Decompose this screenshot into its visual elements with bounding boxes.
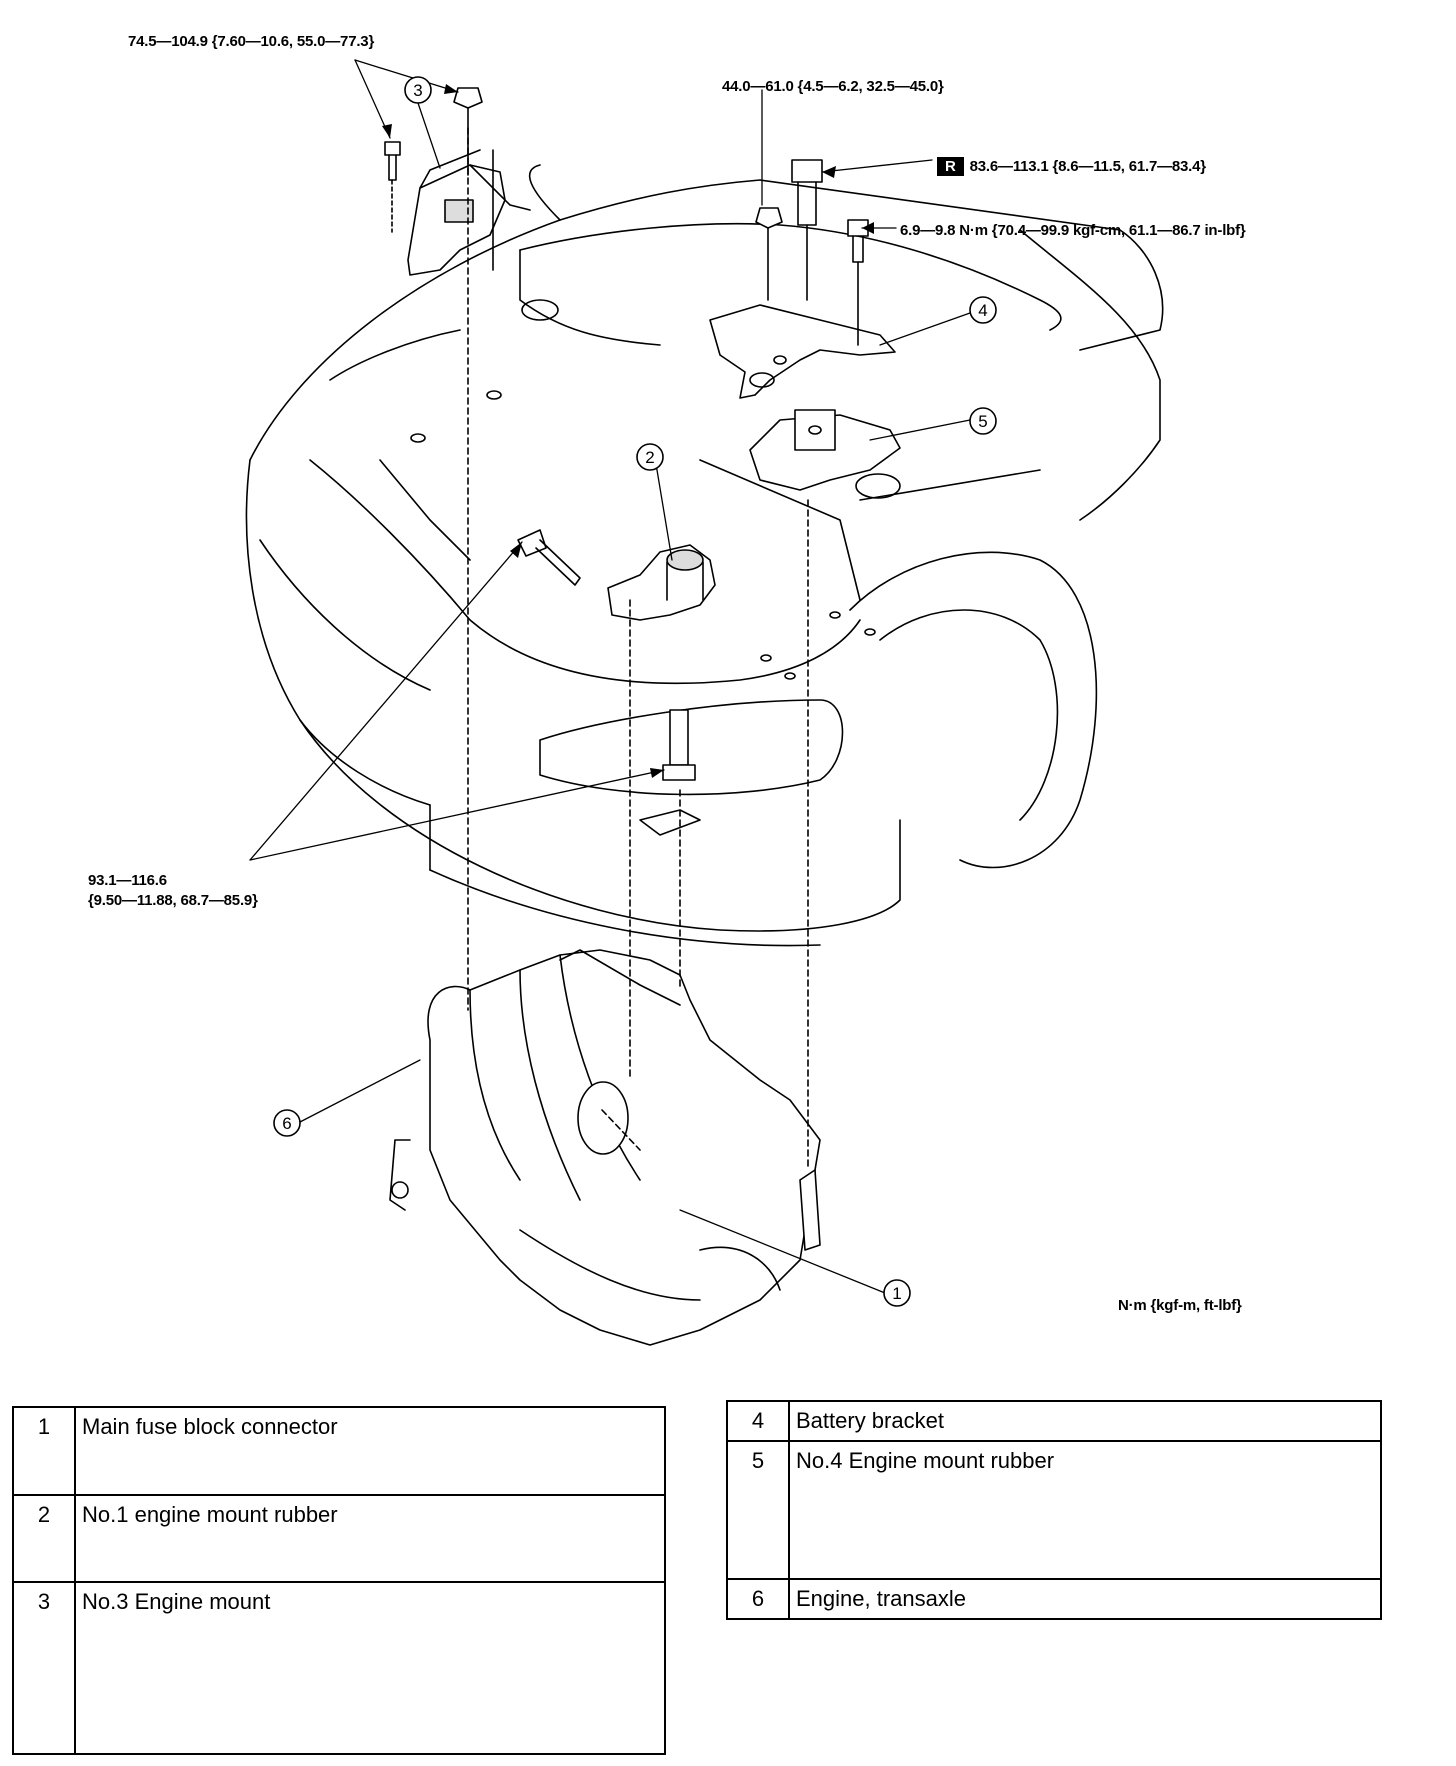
legend-part-name: Main fuse block connector: [74, 1406, 666, 1496]
legend-part-name: Battery bracket: [788, 1400, 1382, 1442]
legend-row: 3 No.3 Engine mount: [12, 1581, 666, 1755]
torque-battery-nut-label: 44.0—61.0 {4.5—6.2, 32.5—45.0}: [722, 78, 944, 95]
no4-mount-rubber: [749, 409, 901, 491]
callout-6-text: 6: [282, 1114, 291, 1133]
callout-1: 1: [883, 1279, 911, 1307]
mount1-short-bolt: [662, 709, 696, 781]
battery-bracket: [709, 304, 896, 399]
bracket-bolt: [847, 219, 869, 346]
leader-lines: [249, 59, 971, 1294]
torque-mount1-line1: 93.1—116.6: [88, 872, 167, 889]
legend-table-left: 1 Main fuse block connector 2 No.1 engin…: [12, 1406, 666, 1755]
mount4-bolt: [791, 159, 823, 301]
engine-transaxle: [389, 949, 821, 1346]
callout-6: 6: [273, 1109, 301, 1137]
callout-1-text: 1: [892, 1284, 901, 1303]
legend-part-name: No.1 engine mount rubber: [74, 1494, 666, 1583]
callout-4: 4: [969, 296, 997, 324]
legend-row: 2 No.1 engine mount rubber: [12, 1494, 666, 1583]
mounting-holes: [410, 299, 901, 680]
engine-mount-diagram: 3 4 5 2 6 1: [245, 59, 1164, 1346]
legend-table-right: 4 Battery bracket 5 No.4 Engine mount ru…: [726, 1400, 1382, 1620]
legend-row: 5 No.4 Engine mount rubber: [726, 1440, 1382, 1580]
arrowheads: [382, 84, 874, 778]
legend-number: 3: [12, 1581, 76, 1755]
callout-4-text: 4: [978, 301, 987, 320]
battery-nut: [755, 207, 783, 301]
legend-row: 1 Main fuse block connector: [12, 1406, 666, 1496]
legend-number: 2: [12, 1494, 76, 1583]
legend-number: 4: [726, 1400, 790, 1442]
callout-2: 2: [636, 443, 664, 471]
legend-number: 6: [726, 1578, 790, 1620]
alignment-lines: [467, 127, 809, 1171]
callout-5: 5: [969, 407, 997, 435]
mount3-bolt: [384, 141, 401, 233]
replace-badge: R: [937, 157, 964, 176]
legend-number: 1: [12, 1406, 76, 1496]
mount1-long-bolt: [517, 529, 581, 586]
legend-row: 6 Engine, transaxle: [726, 1578, 1382, 1620]
callout-3-text: 3: [413, 81, 422, 100]
torque-mount1-line2: {9.50—11.88, 68.7—85.9}: [88, 892, 258, 909]
torque-bracket-bolt-label: 6.9—9.8 N·m {70.4—99.9 kgf-cm, 61.1—86.7…: [900, 222, 1246, 239]
legend-part-name: No.4 Engine mount rubber: [788, 1440, 1382, 1580]
legend-number: 5: [726, 1440, 790, 1580]
no3-engine-mount: [407, 149, 531, 276]
callout-3: 3: [404, 76, 432, 104]
legend-part-name: No.3 Engine mount: [74, 1581, 666, 1755]
legend-part-name: Engine, transaxle: [788, 1578, 1382, 1620]
callout-2-text: 2: [645, 448, 654, 467]
legend-row: 4 Battery bracket: [726, 1400, 1382, 1442]
callout-5-text: 5: [978, 412, 987, 431]
torque-mount4-bolt-label: R 83.6—113.1 {8.6—11.5, 61.7—83.4}: [937, 157, 1206, 176]
torque-units-note: N·m {kgf-m, ft-lbf}: [1118, 1297, 1242, 1314]
no1-engine-mount-rubber: [607, 544, 716, 621]
torque-mount4-bolt-value: 83.6—113.1 {8.6—11.5, 61.7—83.4}: [969, 158, 1206, 175]
torque-mount3-label: 74.5—104.9 {7.60—10.6, 55.0—77.3}: [128, 33, 375, 50]
